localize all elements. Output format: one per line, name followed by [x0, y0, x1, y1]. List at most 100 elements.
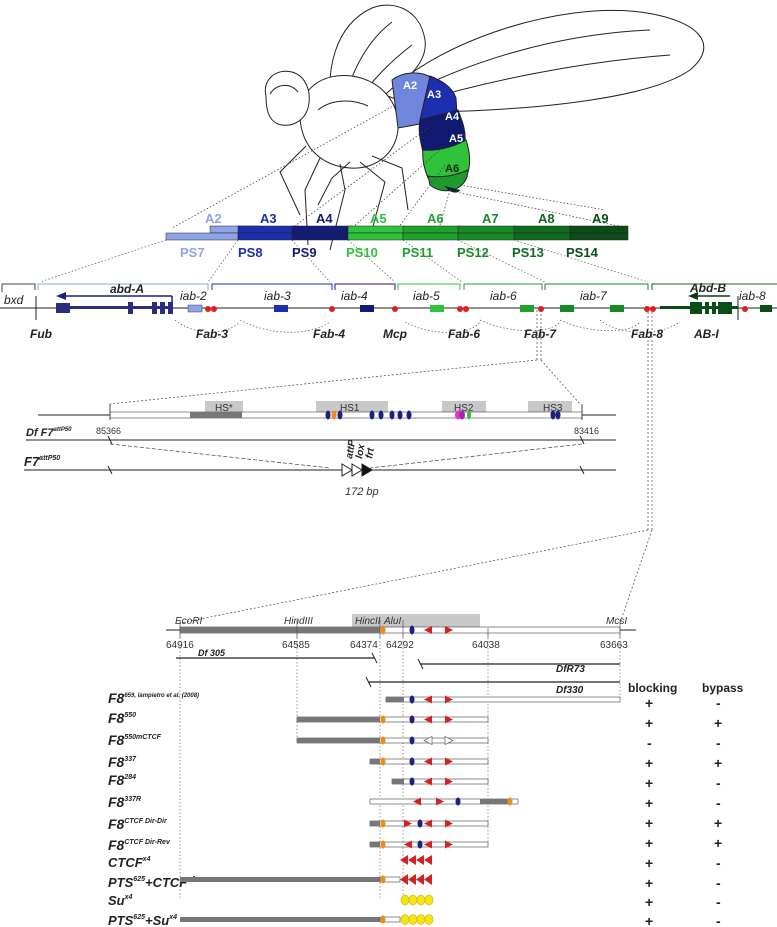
- blocking-result: +: [645, 815, 653, 831]
- a-label-a3: A3: [260, 211, 277, 226]
- bypass-result: +: [714, 835, 722, 851]
- a-label-a9: A9: [592, 211, 609, 226]
- bypass-result: -: [716, 855, 721, 871]
- fab8-zoom-guides: [179, 312, 653, 624]
- bypass-result: -: [716, 695, 721, 711]
- construct-row-f8-284: [391, 777, 489, 786]
- segment-label-a3: A3: [427, 89, 441, 101]
- df-f7-label: Df F7attP50: [26, 427, 72, 439]
- results: + - + + - - + + + - + - + + + + + - + - …: [645, 695, 722, 927]
- fab6-label: Fab-6: [448, 327, 480, 341]
- f7-attp50-label: F7attP50: [24, 454, 60, 469]
- iab-5-label: iab-5: [413, 289, 440, 303]
- coord-64292: 64292: [386, 640, 414, 651]
- a-label-a6: A6: [427, 211, 444, 226]
- abi-label: AB-I: [693, 327, 719, 341]
- blocking-result: +: [645, 875, 653, 891]
- coord-64585: 64585: [282, 640, 310, 651]
- fub-label: Fub: [30, 327, 52, 341]
- construct-row-f8-550mctcf: [296, 736, 489, 745]
- construct-label: CTCFx4: [108, 855, 151, 870]
- abda-label: abd-A: [110, 282, 144, 296]
- iab-6-label: iab-6: [490, 289, 517, 303]
- hs2-label: HS2: [454, 403, 474, 414]
- segment-a6: [427, 169, 469, 192]
- ps-to-map-guides: [39, 239, 649, 283]
- construct-label: Sux4: [108, 893, 133, 908]
- construct-row-pts-su: [180, 914, 434, 925]
- construct-label: PTS625+Sux4: [108, 913, 177, 927]
- construct-row-f8-337: [369, 757, 489, 766]
- construct-label: F8CTCF Dir-Rev: [108, 837, 171, 853]
- construct-label: F8337R: [108, 794, 141, 810]
- df330-label: Df330: [556, 685, 584, 696]
- segment-label-a6: A6: [445, 163, 459, 175]
- segment-label-a4: A4: [445, 111, 460, 123]
- fab7-detail: HS* HS1 HS2 HS3 Df F7attP50 85366 83416 …: [24, 401, 616, 498]
- construct-row-f8-ctcf-dir-rev: [369, 840, 489, 849]
- ps-label-ps14: PS14: [566, 245, 599, 260]
- construct-row-f8-659: [385, 695, 621, 704]
- construct-row-f8-ctcf-dir-dir: [369, 819, 489, 828]
- a-label-a5: A5: [370, 211, 387, 226]
- ps-label-ps9: PS9: [292, 245, 317, 260]
- hs1-label: HS1: [340, 403, 360, 414]
- construct-row-f8-337r: [369, 797, 519, 806]
- fly-to-segment-guides: [171, 104, 629, 229]
- blocking-result: +: [645, 715, 653, 731]
- frt-label: frt: [364, 447, 377, 460]
- fab8-detail: EcoRI HindIII HincII AluI McsI 64916 645…: [166, 614, 744, 900]
- bxc-map: bxd abd-A iab-2 iab-3 iab-4 iab-5 iab-6 …: [0, 281, 777, 341]
- a-label-a7: A7: [482, 211, 499, 226]
- mcp-label: Mcp: [383, 327, 407, 341]
- ps-label-ps13: PS13: [512, 245, 544, 260]
- construct-label: F8CTCF Dir-Dir: [108, 816, 168, 832]
- segment-labels-row: A2 A3 A4 A5 A6 A7 A8 A9: [205, 211, 609, 226]
- coord-63663: 63663: [600, 640, 628, 651]
- size-172bp-label: 172 bp: [345, 486, 379, 498]
- coord-85366: 85366: [96, 426, 121, 436]
- construct-labels: F8659, Iampietro et al. (2008) F8550 F85…: [108, 690, 199, 927]
- iab-8-label: iab-8: [739, 289, 766, 303]
- fab7-zoom-guides: [109, 310, 581, 405]
- site-ecori: EcoRI: [175, 616, 202, 627]
- coord-83416: 83416: [574, 426, 599, 436]
- bypass-result: +: [714, 755, 722, 771]
- blocking-result: +: [645, 755, 653, 771]
- bypass-result: +: [714, 815, 722, 831]
- col-bypass: bypass: [702, 681, 744, 695]
- blocking-result: +: [645, 795, 653, 811]
- segment-color-bars: [165, 225, 629, 241]
- attp-label: attP: [344, 439, 358, 460]
- site-hindiii: HindIII: [284, 616, 313, 627]
- blocking-result: +: [645, 695, 653, 711]
- hs3-label: HS3: [543, 403, 563, 414]
- bypass-result: -: [716, 735, 721, 751]
- bypass-result: -: [716, 913, 721, 927]
- construct-row-f8-550: [296, 715, 489, 724]
- bypass-result: -: [716, 894, 721, 910]
- ps-label-ps7: PS7: [180, 245, 205, 260]
- iab-3-label: iab-3: [264, 289, 291, 303]
- fab4-label: Fab-4: [313, 327, 345, 341]
- construct-label: F8337: [108, 754, 137, 770]
- dfr73-label: DfR73: [556, 664, 585, 675]
- col-blocking: blocking: [628, 681, 677, 695]
- ps-label-ps8: PS8: [238, 245, 263, 260]
- segment-label-a5: A5: [449, 133, 463, 145]
- construct-row-ctcf-x4: [400, 855, 432, 865]
- bypass-result: -: [716, 875, 721, 891]
- construct-label: F8550mCTCF: [108, 732, 162, 748]
- segment-label-a2: A2: [403, 80, 417, 92]
- df305-label: Df 305: [198, 648, 226, 658]
- blocking-result: +: [645, 894, 653, 910]
- site-mcsi: McsI: [606, 616, 627, 627]
- a-label-a2: A2: [205, 211, 222, 226]
- blocking-result: +: [645, 835, 653, 851]
- site-alui: AluI: [383, 616, 401, 627]
- construct-label: F8284: [108, 772, 136, 788]
- construct-table: F8659, Iampietro et al. (2008) F8550 F85…: [108, 690, 722, 927]
- a-label-a8: A8: [538, 211, 555, 226]
- coord-64038: 64038: [472, 640, 500, 651]
- blocking-result: +: [645, 775, 653, 791]
